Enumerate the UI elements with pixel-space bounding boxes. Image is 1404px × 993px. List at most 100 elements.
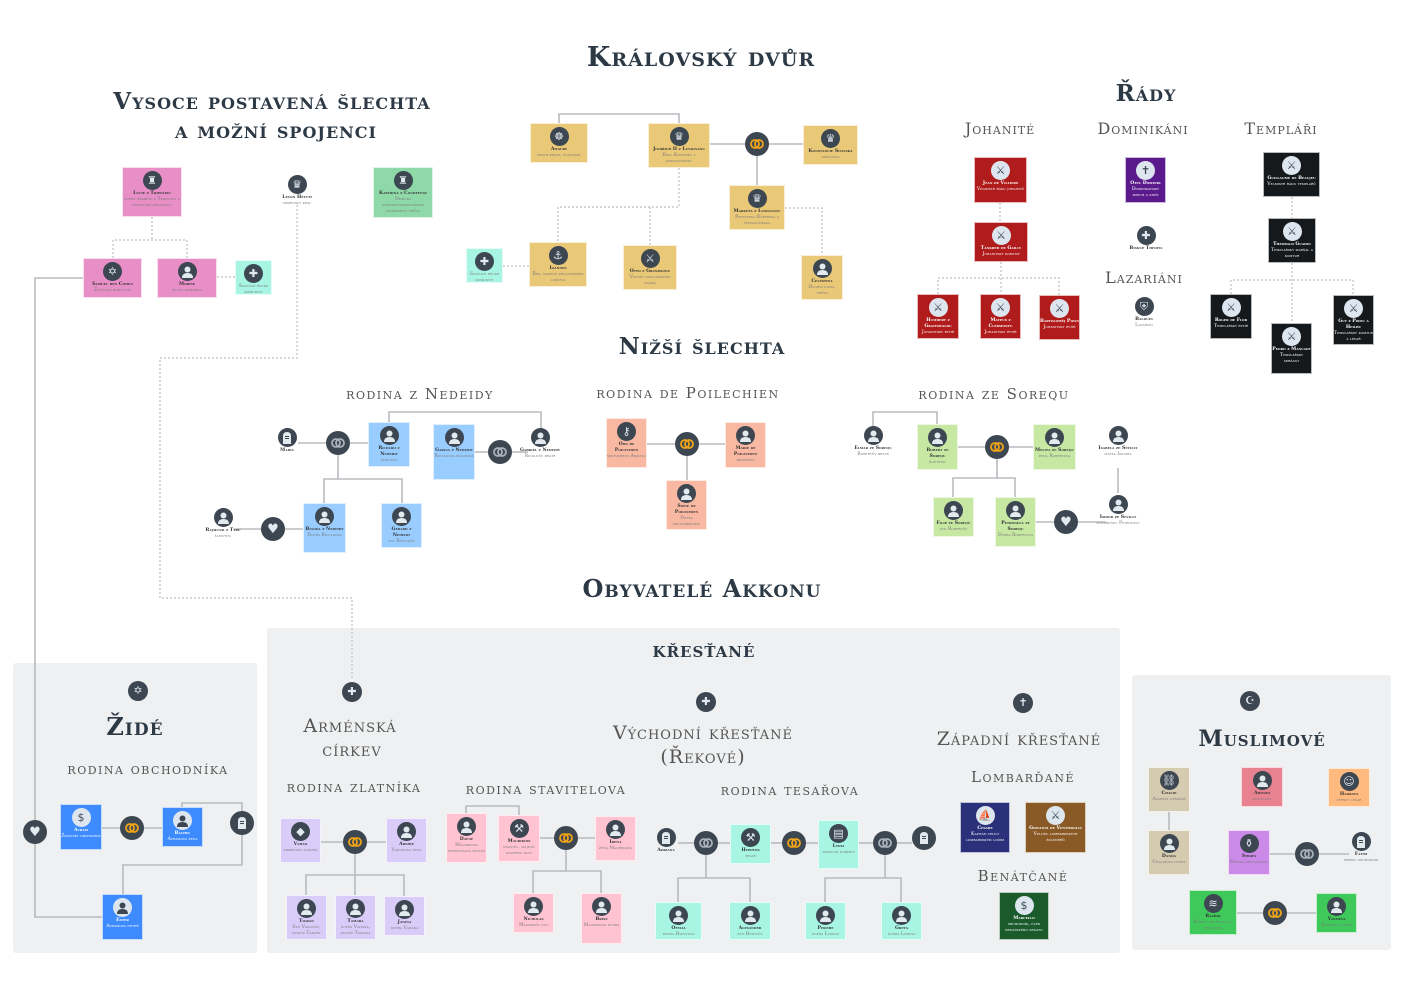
person-node-theofil[interactable]: ✚Biskup Theofil	[1121, 223, 1171, 252]
person-role: syn Hypotův	[737, 932, 763, 937]
person-role: syn Robertův	[939, 527, 968, 532]
person-node-maria[interactable]: Maria	[262, 425, 312, 454]
person-name: Otec Dominik	[1130, 181, 1161, 186]
person-icon	[457, 817, 476, 836]
person-role: Lazarián	[1135, 323, 1153, 328]
person-name: Biskup Theofil	[1129, 246, 1163, 251]
person-name: Morfie	[178, 282, 195, 287]
person-icon	[392, 507, 411, 526]
crescent-icon: ☪	[1240, 691, 1260, 711]
person-role: šlechtic	[929, 460, 946, 465]
lombards-title: Lombarďané	[971, 768, 1075, 786]
person-name: Bartoloměj Pizan	[1040, 319, 1079, 324]
christians-title: křesťané	[652, 637, 756, 662]
person-name: Guillaume de Beaujeu	[1267, 176, 1316, 181]
person-role: Židovský obchodník	[61, 834, 101, 839]
person-role: Syn Vahanův, dvojče Tamary	[292, 925, 321, 936]
person-name: Cesare	[977, 826, 993, 831]
person-icon	[1252, 771, 1272, 790]
person-node-adriana[interactable]: Adriana	[641, 825, 691, 854]
person-node-greek2[interactable]: ✚Součást řecké komunity	[466, 248, 503, 283]
person-node-greek1[interactable]: ✚Součást řecké komunity	[235, 260, 272, 295]
person-name: Yasmina	[1327, 917, 1346, 922]
relation-link	[785, 207, 823, 255]
person-name: Pedro z Mancady	[1272, 347, 1311, 352]
keys-icon: ⚷	[617, 422, 636, 441]
person-name: Jean de Villiers	[982, 181, 1019, 186]
lower-nobility-title: Nižší šlechta	[618, 333, 786, 360]
person-role: dcera Lydiina	[887, 932, 916, 937]
